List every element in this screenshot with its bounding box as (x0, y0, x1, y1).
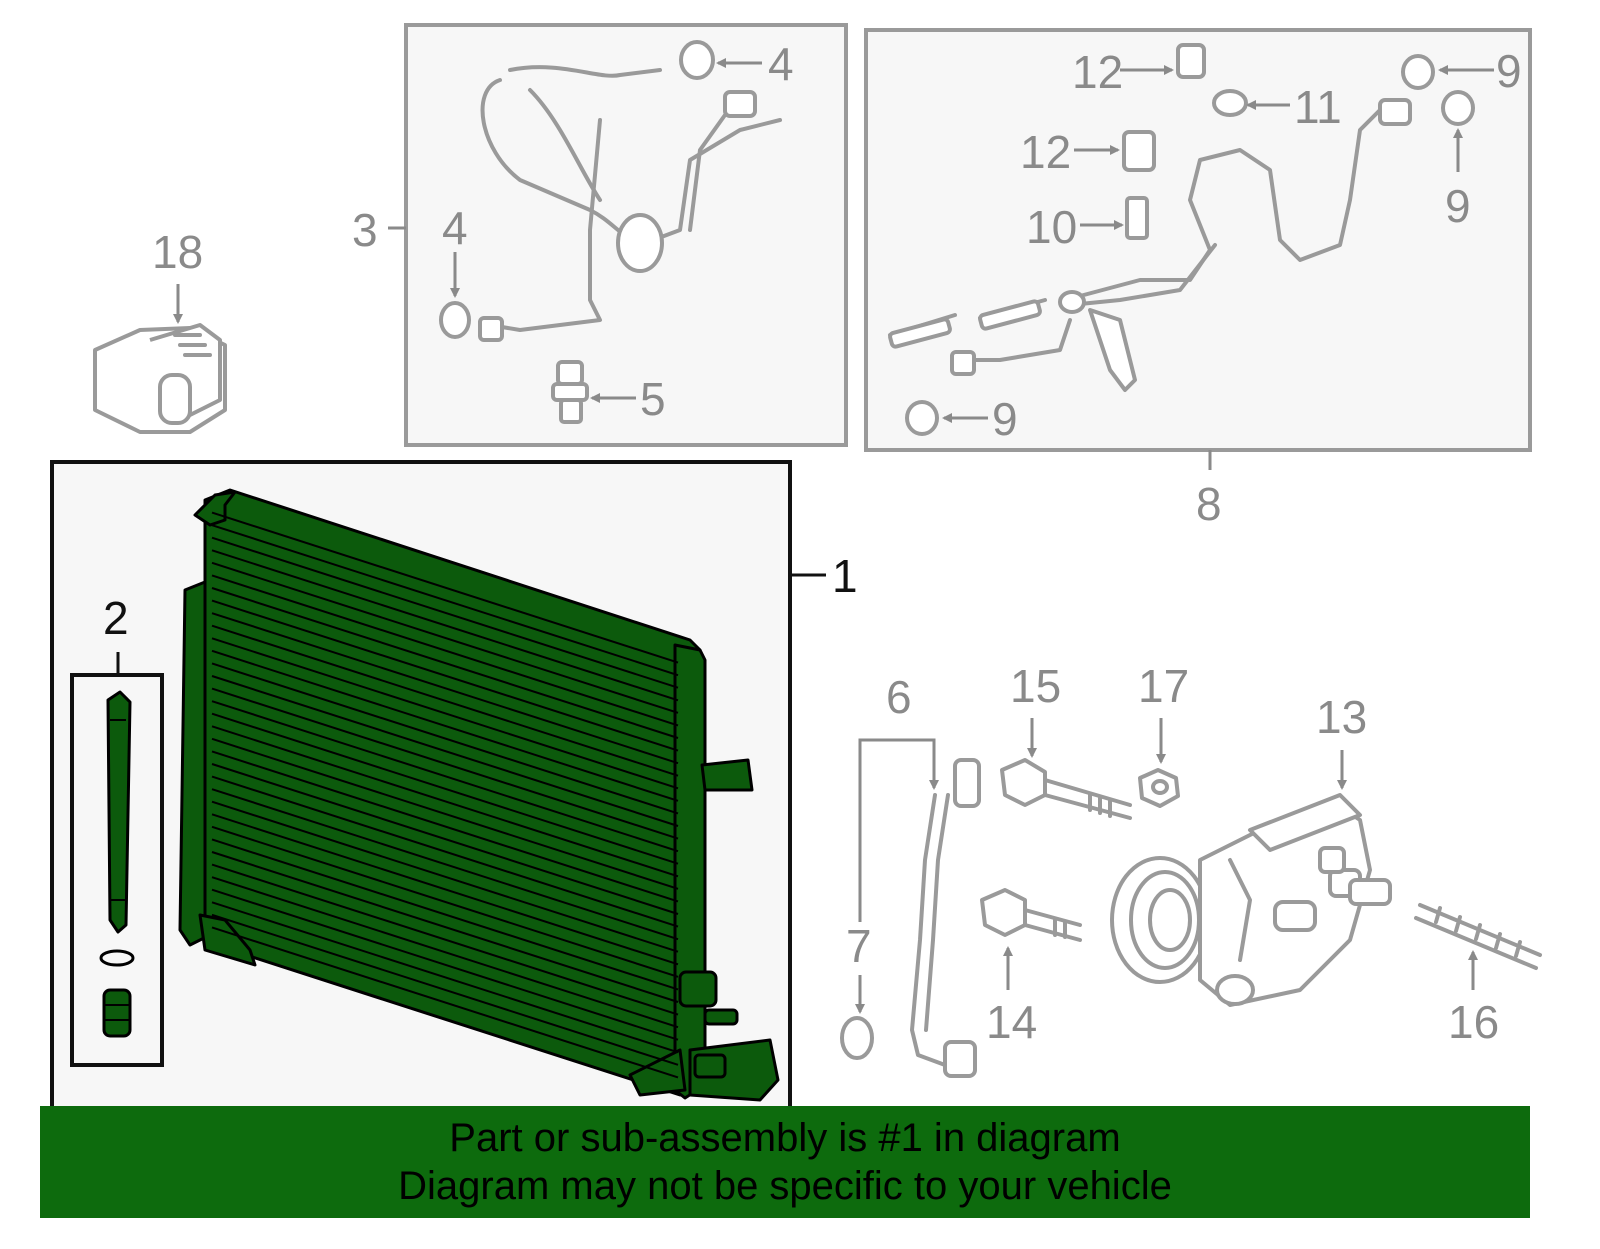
callout-8: 8 (1196, 478, 1222, 530)
callout-16: 16 (1448, 996, 1499, 1048)
condenser-fin (211, 775, 679, 928)
callout-3: 3 (352, 204, 378, 256)
condenser-fin (211, 851, 679, 1003)
callout-14: 14 (986, 996, 1037, 1048)
hose-assembly-part-3 (439, 40, 782, 424)
desiccant-part-2 (99, 690, 135, 1038)
condenser-fin (211, 926, 679, 1079)
callout-5: 5 (640, 373, 666, 425)
condenser-fin (211, 624, 679, 777)
condenser-fin (211, 549, 679, 702)
callout-12-top: 12 (1072, 46, 1123, 98)
callout-15: 15 (1010, 660, 1061, 712)
callout-11: 11 (1294, 81, 1342, 133)
condenser-fin (211, 687, 679, 840)
condenser-fin (211, 511, 679, 664)
condenser-fin (211, 876, 679, 1029)
condenser-fin (211, 675, 679, 827)
condenser-fin (211, 913, 679, 1066)
condenser-fin (211, 825, 679, 978)
callout-9-right: 9 (1445, 180, 1471, 232)
condenser-fin (211, 574, 679, 727)
callout-4-top: 4 (768, 38, 794, 90)
condenser-fins (211, 511, 679, 1079)
nut-part-17 (1138, 768, 1180, 808)
bolt-part-15 (1000, 758, 1132, 820)
condenser-fin (211, 763, 679, 915)
callout-13: 13 (1316, 691, 1367, 743)
condenser-fin (211, 838, 679, 991)
compressor-part-13 (1110, 793, 1392, 1007)
banner-line-2: Diagram may not be specific to your vehi… (398, 1164, 1172, 1208)
callout-6: 6 (886, 671, 912, 723)
condenser-fin (211, 813, 679, 966)
callout-2: 2 (103, 592, 129, 644)
condenser-fin (211, 649, 679, 802)
condenser-fin (211, 725, 679, 878)
callout-18: 18 (152, 226, 203, 278)
info-banner: Part or sub-assembly is #1 in diagram Di… (40, 1106, 1530, 1218)
banner-line-1: Part or sub-assembly is #1 in diagram (449, 1116, 1121, 1160)
condenser-fin (211, 788, 679, 941)
condenser-part-1 (178, 488, 780, 1102)
hose-assembly-box-8 (864, 28, 1532, 452)
condenser-fin (211, 737, 679, 890)
connector-part-18 (93, 323, 227, 434)
condenser-fin (211, 800, 679, 953)
condenser-fin (211, 524, 679, 677)
condenser-fin (211, 612, 679, 765)
callout-9-bottom: 9 (992, 393, 1018, 445)
callout-9-top: 9 (1496, 45, 1522, 97)
callout-12-mid: 12 (1020, 126, 1071, 178)
condenser-fin (211, 750, 679, 903)
callout-7: 7 (846, 920, 872, 972)
condenser-fin (211, 637, 679, 790)
condenser-fin (211, 599, 679, 752)
condenser-fin (211, 712, 679, 865)
callout-17: 17 (1138, 660, 1189, 712)
callout-10: 10 (1026, 201, 1077, 253)
condenser-fin (211, 536, 679, 689)
condenser-fin (211, 863, 679, 1016)
condenser-fin (211, 662, 679, 815)
condenser-fin (211, 700, 679, 853)
callout-4-left: 4 (442, 202, 468, 254)
condenser-fin (211, 888, 679, 1041)
condenser-fin (211, 901, 679, 1054)
condenser-fin (211, 561, 679, 714)
condenser-fin (211, 587, 679, 739)
callout-1: 1 (832, 550, 858, 602)
line-part-6 (840, 758, 981, 1078)
stud-part-16 (1414, 903, 1542, 970)
bolt-part-14 (980, 888, 1082, 942)
